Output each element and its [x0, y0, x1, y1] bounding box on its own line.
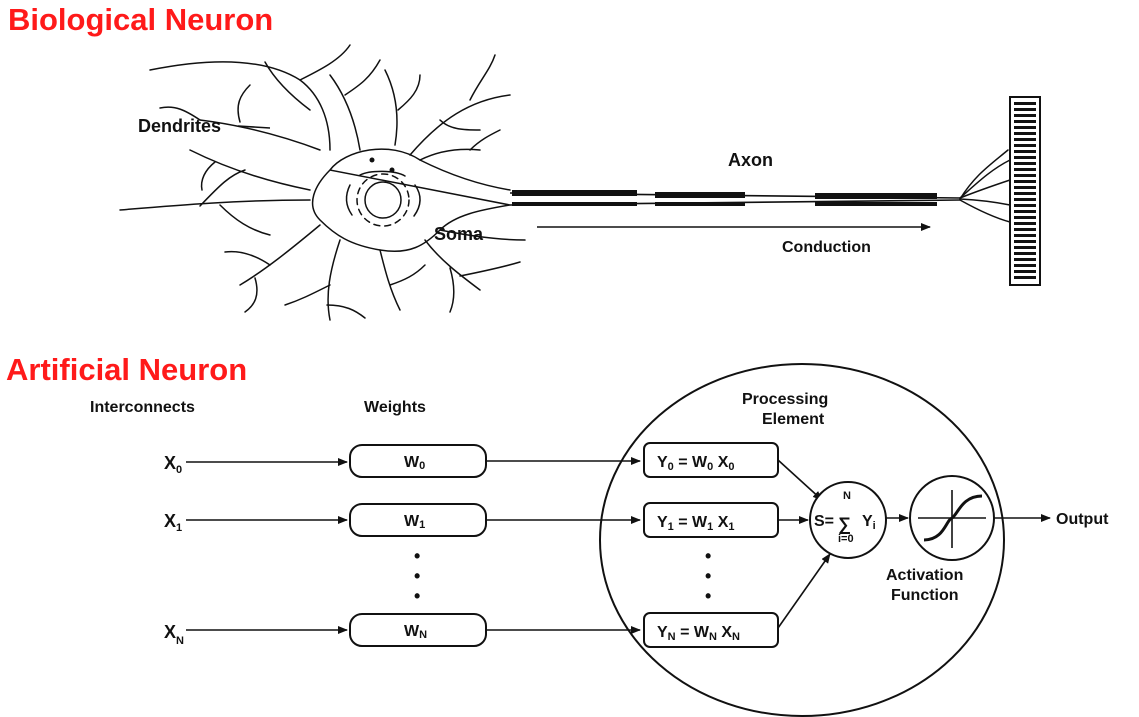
dendrites-label: Dendrites — [138, 116, 221, 136]
target-stripe — [1014, 108, 1036, 111]
target-stripe — [1014, 180, 1036, 183]
target-stripe — [1014, 246, 1036, 249]
target-stripe — [1014, 216, 1036, 219]
target-cell — [1009, 96, 1041, 286]
svg-text:•: • — [414, 566, 420, 586]
target-stripe — [1014, 138, 1036, 141]
activation-function-node — [909, 475, 995, 561]
svg-text:•: • — [414, 546, 420, 566]
svg-text:•: • — [705, 546, 711, 566]
weights-ellipsis: • • • — [414, 546, 420, 606]
input-row-1: X1 W1 Y1 = W1 X1 — [164, 502, 779, 538]
target-stripe — [1014, 156, 1036, 159]
target-stripe — [1014, 210, 1036, 213]
target-stripe — [1014, 126, 1036, 129]
target-stripe — [1014, 258, 1036, 261]
biological-neuron-drawing — [119, 44, 1041, 321]
svg-text:W0: W0 — [404, 454, 425, 472]
processing-header-line2: Element — [762, 411, 825, 428]
svg-text:i=0: i=0 — [838, 533, 854, 545]
svg-text:•: • — [705, 566, 711, 586]
input-x1: X1 — [164, 511, 182, 534]
target-stripe — [1014, 222, 1036, 225]
conduction-label: Conduction — [782, 239, 871, 256]
output-label: Output — [1056, 511, 1109, 528]
target-stripe — [1014, 120, 1036, 123]
target-stripe — [1014, 102, 1036, 105]
target-stripe — [1014, 276, 1036, 279]
target-stripe — [1014, 114, 1036, 117]
processing-header-line1: Processing — [742, 391, 828, 408]
svg-text:W1: W1 — [404, 513, 425, 531]
target-stripe — [1014, 144, 1036, 147]
svg-text:YN = WN XN: YN = WN XN — [657, 624, 740, 643]
target-stripe — [1014, 168, 1036, 171]
target-stripe — [1014, 234, 1036, 237]
activation-label-line2: Function — [891, 587, 959, 604]
weights-header: Weights — [364, 399, 426, 416]
target-stripe — [1014, 204, 1036, 207]
input-row-n: XN WN YN = WN XN — [164, 612, 779, 648]
svg-text:Y0 = W0 X0: Y0 = W0 X0 — [657, 454, 735, 473]
svg-text:•: • — [705, 586, 711, 606]
target-stripe — [1014, 162, 1036, 165]
target-stripe — [1014, 174, 1036, 177]
axon-label: Axon — [728, 150, 773, 170]
interconnects-header: Interconnects — [90, 399, 195, 416]
artificial-neuron-title: Artificial Neuron — [6, 352, 247, 387]
target-stripe — [1014, 198, 1036, 201]
target-stripe — [1014, 186, 1036, 189]
svg-text:N: N — [843, 490, 851, 502]
svg-text:Yi: Yi — [862, 513, 876, 532]
summation-node: S= ∑ N i=0 Yi — [809, 481, 887, 559]
target-stripe — [1014, 132, 1036, 135]
myelin-sheath — [512, 190, 637, 196]
processing-element-boundary — [599, 363, 1005, 717]
svg-text:•: • — [414, 586, 420, 606]
target-stripe — [1014, 192, 1036, 195]
target-stripe — [1014, 264, 1036, 267]
svg-text:WN: WN — [404, 623, 427, 641]
target-stripe — [1014, 270, 1036, 273]
target-stripe — [1014, 240, 1036, 243]
svg-text:Y1 = W1 X1: Y1 = W1 X1 — [657, 514, 735, 533]
svg-text:∑: ∑ — [838, 514, 851, 534]
activation-label-line1: Activation — [886, 567, 963, 584]
target-stripe — [1014, 150, 1036, 153]
products-ellipsis: • • • — [705, 546, 711, 606]
svg-text:S=: S= — [814, 513, 834, 530]
input-x0: X0 — [164, 453, 182, 476]
nucleus — [364, 181, 402, 219]
target-stripe — [1014, 252, 1036, 255]
input-row-0: X0 W0 Y0 = W0 X0 — [164, 442, 779, 478]
soma-label: Soma — [434, 224, 484, 244]
input-xn: XN — [164, 622, 184, 647]
product-box-n — [643, 612, 779, 648]
target-stripe — [1014, 228, 1036, 231]
biological-neuron-title: Biological Neuron — [8, 2, 273, 37]
